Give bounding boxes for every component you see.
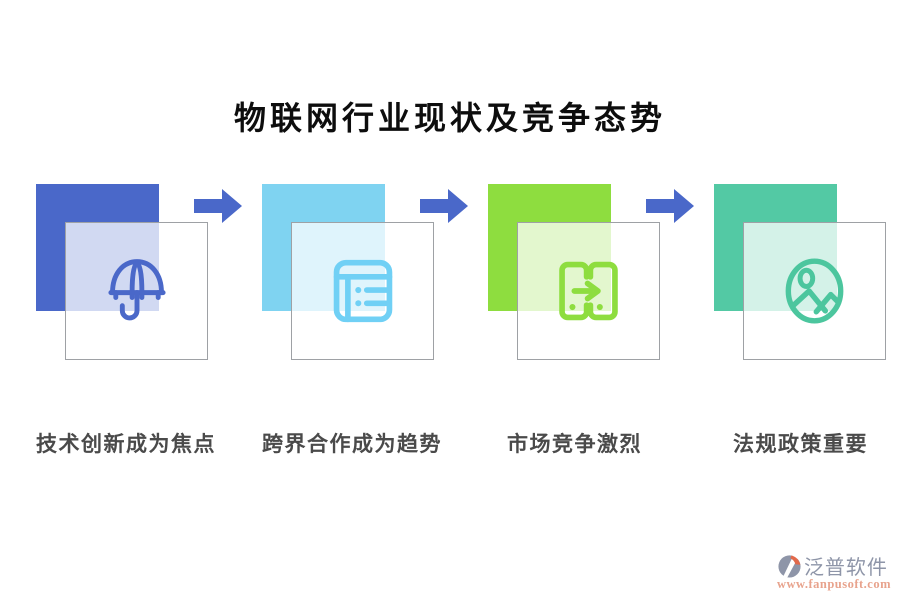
flow-arrow-icon xyxy=(194,189,242,223)
watermark-url: www.fanpusoft.com xyxy=(776,577,891,591)
watermark-brand-name: 泛普软件 xyxy=(803,557,888,579)
device-transfer-icon xyxy=(554,257,623,325)
page-title: 物联网行业现状及竞争态势 xyxy=(233,100,666,136)
step-group-3: 市场竞争激烈 xyxy=(488,184,661,474)
watermark-brand-row: 泛普软件 xyxy=(777,551,891,580)
flow-arrow-icon xyxy=(420,189,468,223)
step-group-1: 技术创新成为焦点 xyxy=(36,184,216,474)
photo-icon xyxy=(782,254,847,328)
icon-card-1 xyxy=(65,222,208,360)
step-group-4: 法规政策重要 xyxy=(714,184,887,474)
icon-card-3 xyxy=(517,222,660,360)
umbrella-icon xyxy=(106,251,168,331)
icon-card-4 xyxy=(743,222,886,360)
step-label-1: 技术创新成为焦点 xyxy=(36,433,216,456)
step-label-3: 市场竞争激烈 xyxy=(507,433,642,456)
fanpu-logo-icon xyxy=(777,553,802,579)
icon-card-2 xyxy=(291,222,434,360)
step-label-2: 跨界合作成为趋势 xyxy=(262,433,442,456)
step-group-2: 跨界合作成为趋势 xyxy=(262,184,442,474)
flow-arrow-icon xyxy=(646,189,694,223)
watermark: 泛普软件 www.fanpusoft.com xyxy=(777,551,891,592)
step-label-4: 法规政策重要 xyxy=(733,433,868,456)
ledger-icon xyxy=(328,257,398,325)
